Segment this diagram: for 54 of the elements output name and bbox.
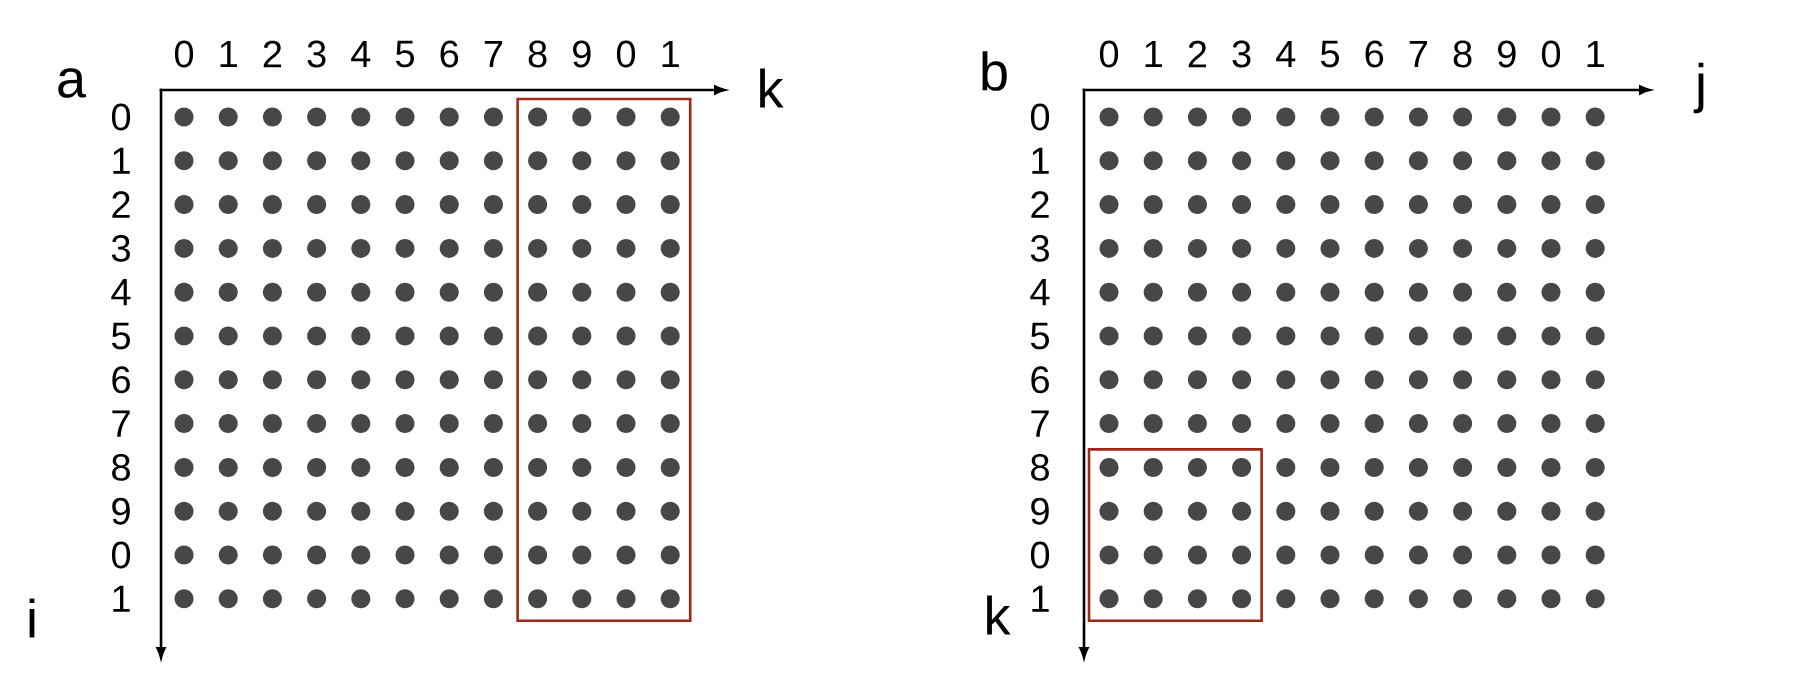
column-index: 7	[484, 40, 503, 68]
row-index: 0	[1030, 541, 1050, 569]
row-index: 0	[111, 103, 131, 131]
column-index: 8	[1453, 40, 1472, 68]
row-index: 9	[1031, 497, 1049, 525]
column-index: 4	[1276, 40, 1296, 68]
column-index: 9	[573, 40, 591, 68]
column-index: 0	[1099, 40, 1119, 68]
column-index: 1	[220, 40, 237, 68]
row-index: 1	[1032, 585, 1049, 612]
row-index: 7	[1031, 410, 1049, 437]
row-index: 3	[111, 234, 130, 262]
column-index: 6	[440, 40, 459, 68]
row-index: 9	[112, 497, 130, 525]
row-index: 8	[1031, 453, 1049, 481]
row-index: 7	[112, 410, 130, 437]
row-index: 4	[1030, 279, 1050, 306]
column-index: 2	[1188, 40, 1207, 68]
row-index: 1	[113, 585, 130, 612]
column-index: 1	[662, 40, 679, 68]
row-index: 6	[1031, 366, 1049, 394]
row-index: 2	[1031, 191, 1049, 218]
row-index: 3	[1030, 234, 1049, 262]
column-index: 1	[1145, 40, 1162, 68]
row-index: 4	[111, 279, 131, 306]
column-index: 2	[263, 40, 282, 68]
row-index: 1	[1032, 147, 1049, 174]
axis-label: j	[1693, 62, 1704, 114]
column-index: 0	[1541, 40, 1561, 68]
panel-letter: b	[982, 51, 1007, 91]
column-index: 3	[1232, 40, 1251, 68]
column-index: 5	[1320, 40, 1339, 68]
column-index: 7	[1409, 40, 1428, 68]
row-index: 1	[113, 147, 130, 174]
row-index: 6	[112, 366, 130, 394]
row-index: 0	[1030, 103, 1050, 131]
column-index: 6	[1365, 40, 1384, 68]
row-index: 8	[112, 453, 130, 481]
row-index: 0	[111, 541, 131, 569]
column-index: 5	[395, 40, 414, 68]
column-index: 0	[616, 40, 636, 68]
row-index: 5	[1030, 322, 1049, 350]
column-index: 0	[174, 40, 194, 68]
axis-label: k	[987, 595, 1011, 635]
column-index: 3	[307, 40, 326, 68]
column-index: 1	[1587, 40, 1604, 68]
axis-label: k	[760, 68, 784, 108]
row-index: 2	[112, 191, 130, 218]
axis-label: i	[29, 598, 35, 638]
column-index: 8	[528, 40, 547, 68]
panel-letter: a	[58, 68, 87, 98]
column-index: 4	[351, 40, 371, 68]
column-index: 9	[1498, 40, 1516, 68]
row-index: 5	[111, 322, 130, 350]
